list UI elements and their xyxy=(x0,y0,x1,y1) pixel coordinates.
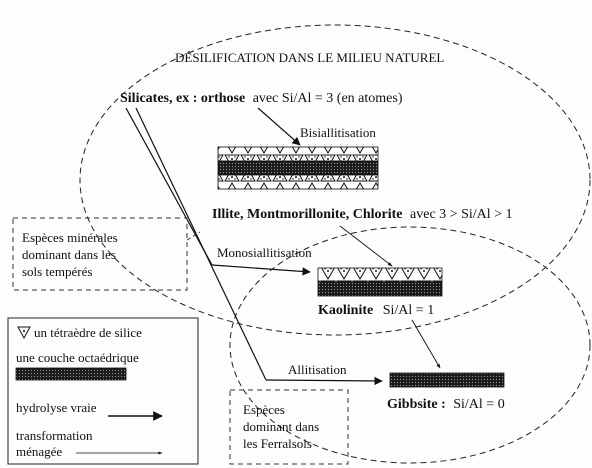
hydrolysis-path-monosiallitisation-arrow xyxy=(211,264,311,276)
temperate-box-line3: sols tempérés xyxy=(22,264,92,279)
illite-tot-structure xyxy=(217,146,379,190)
silicates-label: Silicates, ex : orthose avec Si/Al = 3 (… xyxy=(120,91,403,106)
gibbsite-label: Gibbsite : Si/Al = 0 xyxy=(387,397,505,412)
kaolinite-label: Kaolinite Si/Al = 1 xyxy=(318,303,434,318)
kaolinite-octahedral-layer xyxy=(317,281,443,297)
silicates-label-rest: avec Si/Al = 3 (en atomes) xyxy=(253,91,403,106)
ferralsol-box-line3: les Ferralsols xyxy=(243,436,312,451)
temperate-box-line1: Espèces minérales xyxy=(22,230,118,245)
arrow-illite-to-kaolinite xyxy=(339,225,393,267)
legend-hydrolysis-label: hydrolyse vraie xyxy=(16,400,97,415)
illite-label: Illite, Montmorillonite, Chlorite avec 3… xyxy=(212,207,513,222)
temperate-box-pointer xyxy=(186,231,201,241)
legend: un tétraèdre de silice une couche octaéd… xyxy=(7,317,199,465)
ferralsol-box-line2: dominant dans xyxy=(243,419,319,434)
hydrolysis-path-allitisation-arrow xyxy=(265,376,383,386)
illite-octahedral-layer xyxy=(217,160,379,176)
gibbsite-label-rest: Si/Al = 0 xyxy=(453,397,504,412)
temperate-zone-ellipse xyxy=(79,24,591,336)
kaolinite-label-rest: Si/Al = 1 xyxy=(383,303,434,318)
kaolinite-label-bold: Kaolinite xyxy=(318,303,373,318)
bisiallitisation-label: Bisiallitisation xyxy=(300,125,376,140)
kaolinite-tetrahedral-layer xyxy=(317,267,443,283)
gibbsite-octahedral-layer xyxy=(389,372,505,388)
tetrahedron-icon xyxy=(17,326,31,340)
hydrolysis-path-allitisation xyxy=(135,107,267,381)
legend-octahedral-label: une couche octaédrique xyxy=(16,350,139,365)
ferralsol-zone-ellipse xyxy=(229,226,591,464)
legend-frame xyxy=(7,317,199,465)
gibbsite-label-bold: Gibbsite : xyxy=(387,397,446,412)
ferralsol-species-box xyxy=(229,389,349,465)
monosiallitisation-label: Monosiallitisation xyxy=(217,245,312,260)
illite-tetrahedral-layer-bottom xyxy=(217,174,379,190)
diagram-title: DÉSILIFICATION DANS LE MILIEU NATUREL xyxy=(175,50,444,65)
hydrolysis-path-monosiallitisation xyxy=(125,107,213,266)
temperate-species-box xyxy=(12,217,188,291)
arrow-silicates-to-illite xyxy=(257,107,301,146)
illite-tetrahedral-layer-top xyxy=(217,146,379,162)
octahedral-layer-icon xyxy=(15,367,127,381)
legend-transformation-line2: ménagée xyxy=(16,444,62,459)
allitisation-label: Allitisation xyxy=(288,362,347,377)
silicates-label-bold: Silicates, ex : orthose xyxy=(120,91,245,106)
ferralsol-box-line1: Espèces xyxy=(243,402,285,417)
temperate-box-line2: dominant dans les xyxy=(22,247,116,262)
legend-tetrahedron-label: un tétraèdre de silice xyxy=(34,325,142,340)
arrow-kaolinite-to-gibbsite xyxy=(411,319,441,369)
kaolinite-to-structure xyxy=(317,267,443,297)
illite-label-bold: Illite, Montmorillonite, Chlorite xyxy=(212,207,403,222)
tetrahedron-icon-dot xyxy=(23,330,25,332)
illite-label-rest: avec 3 > Si/Al > 1 xyxy=(410,207,513,222)
legend-transformation-line1: transformation xyxy=(16,428,93,443)
